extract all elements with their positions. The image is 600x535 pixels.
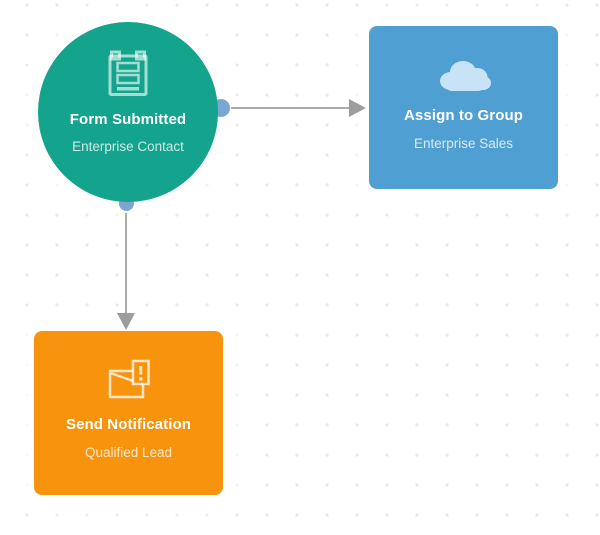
node-assign-to-group[interactable]: Assign to Group Enterprise Sales xyxy=(369,26,558,189)
node-title: Send Notification xyxy=(65,416,192,433)
node-subtitle: Enterprise Sales xyxy=(413,136,514,151)
node-title: Assign to Group xyxy=(404,107,523,124)
node-subtitle: Qualified Lead xyxy=(84,445,173,460)
arrowhead-right-icon xyxy=(349,99,366,117)
cloud-icon xyxy=(435,58,493,93)
form-icon xyxy=(108,50,148,96)
notification-icon xyxy=(107,359,151,401)
connector-trigger-notify[interactable] xyxy=(125,213,127,313)
node-subtitle: Enterprise Contact xyxy=(72,139,184,154)
node-form-submitted[interactable]: Form Submitted Enterprise Contact xyxy=(38,22,218,202)
node-send-notification[interactable]: Send Notification Qualified Lead xyxy=(34,331,223,495)
arrowhead-down-icon xyxy=(117,313,135,330)
node-title: Form Submitted xyxy=(69,111,187,128)
connector-trigger-assign[interactable] xyxy=(231,107,349,109)
